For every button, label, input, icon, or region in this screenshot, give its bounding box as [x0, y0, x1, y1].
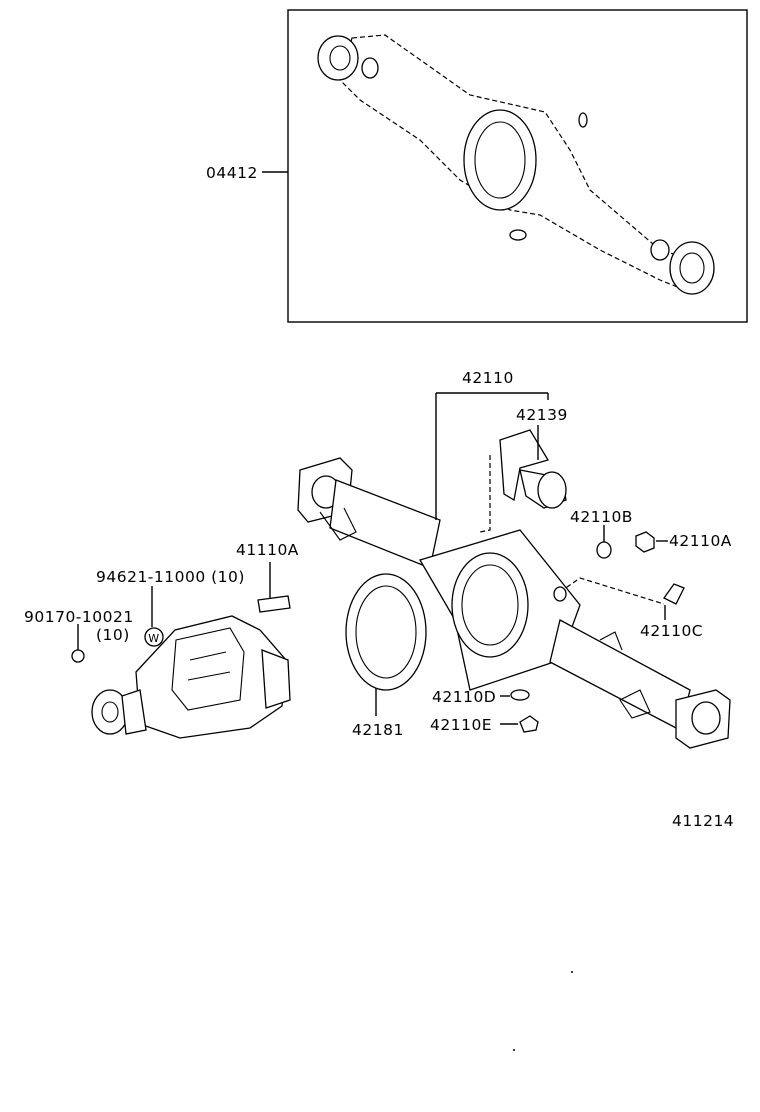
callout-90170: 90170-10021 [24, 608, 134, 626]
figure-id: 411214 [672, 812, 734, 830]
kit-small-gasket [578, 112, 588, 128]
plug-42110E [519, 715, 539, 733]
callout-42110D: 42110D [432, 688, 496, 706]
scan-speck [571, 971, 573, 973]
gasket-42110D [510, 689, 530, 701]
washer-letter: W [148, 632, 159, 645]
callout-42110E: 42110E [430, 716, 492, 734]
callout-94621: 94621-11000 (10) [96, 568, 245, 586]
right-oil-seal [650, 239, 670, 261]
breather-42110C [663, 583, 685, 605]
bracket-42139 [479, 429, 567, 533]
stud-41110A [257, 595, 291, 613]
housing-carrier-opening [451, 552, 529, 658]
callout-42110B: 42110B [570, 508, 633, 526]
callout-42110: 42110 [462, 369, 514, 387]
carrier-gasket [463, 109, 537, 211]
callout-42139: 42139 [516, 406, 568, 424]
washer-94621 [144, 627, 164, 647]
callout-42110A: 42110A [669, 532, 732, 550]
nut-90170 [71, 649, 85, 663]
plug-42110A [635, 531, 655, 553]
callout-42181: 42181 [352, 721, 404, 739]
scan-speck [513, 1049, 515, 1051]
housing-left-tube [329, 479, 441, 569]
gasket-42181 [345, 573, 427, 691]
gasket-kit-frame [287, 9, 748, 323]
callout-90170-quantity: (10) [96, 626, 130, 644]
axle-housing [297, 457, 731, 749]
callout-41110A: 41110A [236, 541, 299, 559]
gasket-kit-illustration [317, 34, 715, 295]
right-flange-gasket [669, 241, 715, 295]
left-oil-seal [361, 57, 379, 79]
left-flange-gasket [317, 35, 359, 81]
kit-plug-gasket [509, 229, 527, 241]
callout-42110C: 42110C [640, 622, 703, 640]
callout-04412: 04412 [206, 164, 258, 182]
plug-42110B [596, 541, 612, 559]
differential-carrier [91, 615, 291, 739]
